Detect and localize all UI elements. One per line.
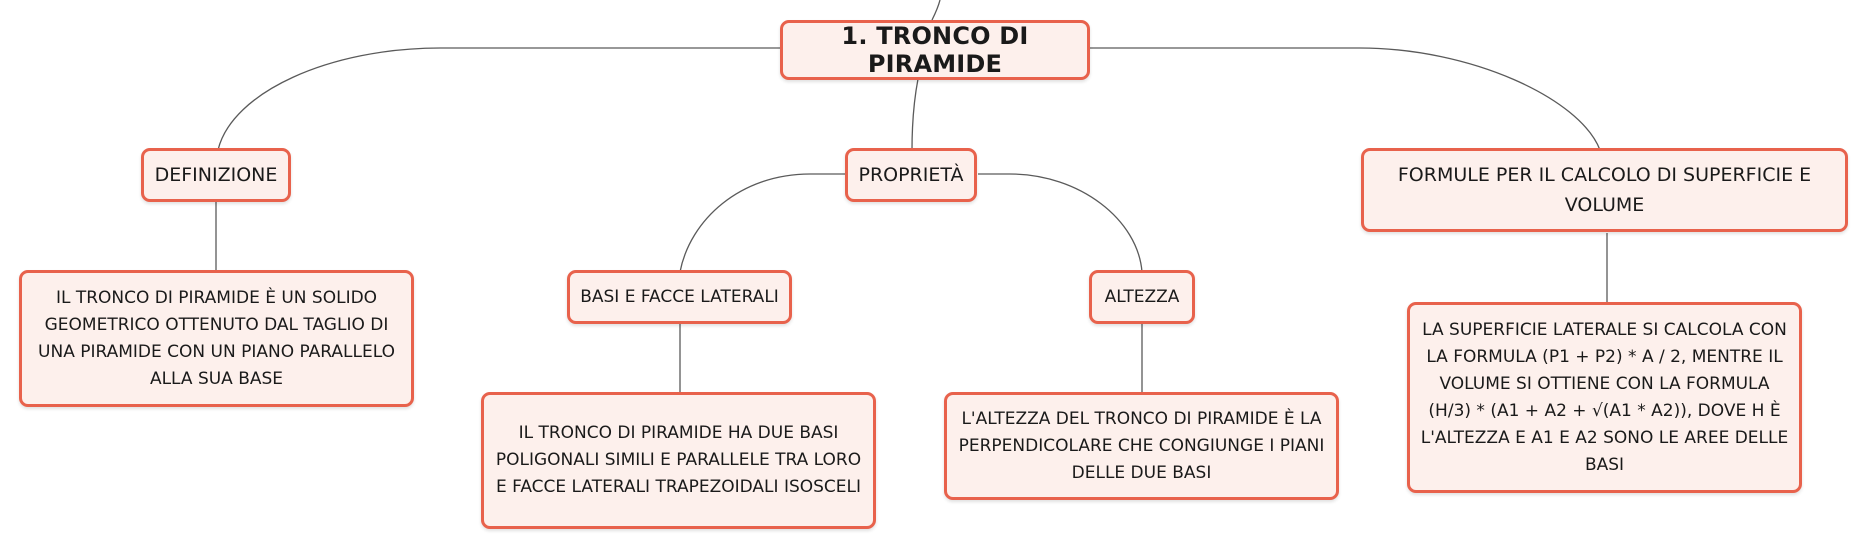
basi-node[interactable]: BASI E FACCE LATERALI bbox=[567, 270, 792, 324]
basi-text-node[interactable]: IL TRONCO DI PIRAMIDE HA DUE BASI POLIGO… bbox=[481, 392, 876, 529]
definizione-node-label: DEFINIZIONE bbox=[154, 164, 278, 186]
formule-text-node[interactable]: LA SUPERFICIE LATERALE SI CALCOLA CON LA… bbox=[1407, 302, 1802, 493]
proprieta-node-label: PROPRIETÀ bbox=[858, 164, 964, 186]
connector-root-proprieta bbox=[911, 78, 919, 151]
altezza-node-label: ALTEZZA bbox=[1104, 287, 1180, 307]
root-node-label: 1. TRONCO DI PIRAMIDE bbox=[841, 22, 1029, 78]
connector-proprieta-basi bbox=[679, 173, 848, 273]
connector-proprieta-altezza bbox=[978, 173, 1143, 273]
definizione-text-node[interactable]: IL TRONCO DI PIRAMIDE È UN SOLIDO GEOMET… bbox=[19, 270, 414, 407]
formule-node[interactable]: FORMULE PER IL CALCOLO DI SUPERFICIE E V… bbox=[1361, 148, 1848, 232]
altezza-text: L'ALTEZZA DEL TRONCO DI PIRAMIDE È LA PE… bbox=[958, 408, 1325, 483]
formule-text: LA SUPERFICIE LATERALE SI CALCOLA CON LA… bbox=[1420, 319, 1789, 475]
basi-node-label: BASI E FACCE LATERALI bbox=[580, 287, 779, 307]
basi-text: IL TRONCO DI PIRAMIDE HA DUE BASI POLIGO… bbox=[495, 423, 862, 497]
connector-root-parent bbox=[931, 0, 941, 21]
altezza-text-node[interactable]: L'ALTEZZA DEL TRONCO DI PIRAMIDE È LA PE… bbox=[944, 392, 1339, 500]
definizione-text: IL TRONCO DI PIRAMIDE È UN SOLIDO GEOMET… bbox=[38, 287, 395, 389]
connector-root-formule bbox=[1088, 47, 1601, 151]
proprieta-node[interactable]: PROPRIETÀ bbox=[845, 148, 977, 202]
root-node[interactable]: 1. TRONCO DI PIRAMIDE bbox=[780, 20, 1090, 80]
altezza-node[interactable]: ALTEZZA bbox=[1089, 270, 1195, 324]
definizione-node[interactable]: DEFINIZIONE bbox=[141, 148, 291, 202]
formule-node-label: FORMULE PER IL CALCOLO DI SUPERFICIE E V… bbox=[1397, 164, 1812, 216]
connector-root-definizione bbox=[217, 47, 783, 151]
